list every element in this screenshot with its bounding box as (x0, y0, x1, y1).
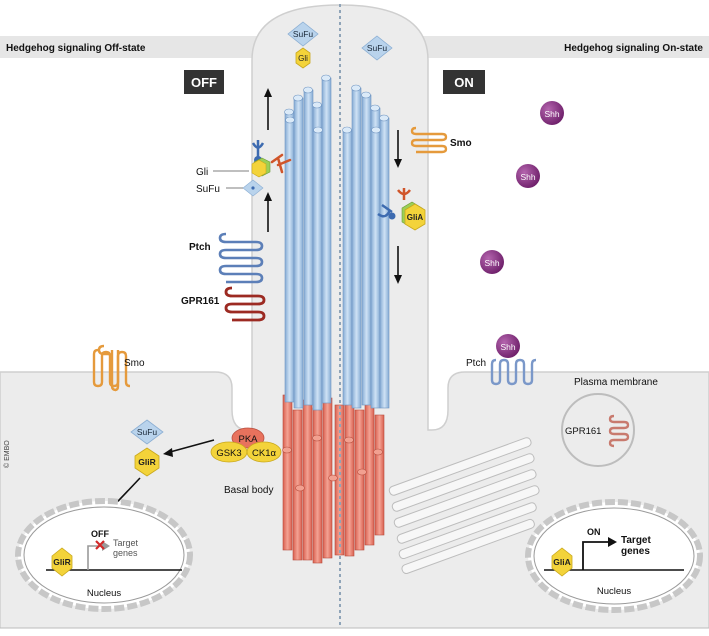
svg-text:SuFu: SuFu (137, 427, 158, 437)
shh-ligand: Shh (480, 250, 504, 274)
svg-text:ON: ON (454, 75, 474, 90)
tip-gli-left: Gli (295, 47, 311, 69)
off-smo-receptor (92, 344, 131, 392)
glir-processing-arrow (163, 439, 215, 457)
on-nucleus-glia: GliA (553, 557, 570, 567)
on-ptch-receptor (490, 358, 537, 386)
mother-centriole-outline (388, 437, 540, 575)
off-nucleus-glir: GliR (53, 557, 70, 567)
on-nucleus-target-line2: genes (621, 546, 650, 557)
off-nucleus-target: Target genes (113, 538, 141, 558)
on-glia-complex (377, 188, 426, 231)
on-gpr161-label: GPR161 (565, 426, 601, 437)
off-nucleus (15, 498, 193, 612)
svg-text:CK1α: CK1α (252, 448, 276, 459)
gpr161-vesicle (561, 393, 635, 467)
plasma-membrane-label: Plasma membrane (574, 377, 658, 388)
off-ptch-receptor (218, 232, 264, 284)
basal-body-label: Basal body (224, 485, 273, 496)
off-state-title: Hedgehog signaling Off-state (6, 43, 146, 54)
on-nucleus (525, 499, 703, 613)
off-nucleus-target-line2: genes (113, 548, 138, 558)
off-badge: OFF (184, 70, 224, 94)
off-gli-sufu-complex (213, 140, 292, 197)
off-gli-label: Gli (196, 167, 208, 178)
shh-ligand: Shh (516, 164, 540, 188)
off-nucleus-label: Nucleus (87, 588, 122, 599)
tip-sufu-left: SuFu (287, 21, 319, 47)
basal-sufu: SuFu (130, 419, 164, 445)
off-gpr161-receptor (224, 286, 266, 322)
off-gpr161-label: GPR161 (181, 296, 220, 307)
svg-text:OFF: OFF (191, 75, 217, 90)
off-anterograde-arrows (264, 88, 272, 232)
bottom-rule (0, 628, 709, 636)
on-nucleus-target-line1: Target (621, 535, 651, 546)
tip-sufu-right: SuFu (361, 35, 393, 61)
on-arrows (394, 130, 402, 284)
off-smo-label: Smo (124, 358, 145, 369)
ck1a-kinase: CK1α (246, 441, 282, 463)
off-sufu-label: SuFu (196, 184, 220, 195)
cilium-axoneme (284, 74, 390, 411)
on-nucleus-target: Target genes (621, 535, 654, 557)
on-nucleus-label: Nucleus (597, 586, 632, 597)
svg-text:SuFu: SuFu (293, 29, 314, 39)
copyright-label: © EMBO (3, 440, 11, 468)
svg-text:Shh: Shh (520, 172, 535, 182)
on-nucleus-state: ON (587, 527, 601, 537)
svg-text:Shh: Shh (500, 342, 515, 352)
svg-text:Shh: Shh (484, 258, 499, 268)
svg-text:GSK3: GSK3 (216, 448, 241, 459)
svg-text:Gli: Gli (298, 54, 308, 63)
off-nucleus-target-line1: Target (113, 538, 139, 548)
gsk3-kinase: GSK3 (210, 441, 248, 463)
off-ptch-label: Ptch (189, 242, 211, 253)
off-repression-x-icon (95, 540, 105, 550)
on-badge: ON (443, 70, 485, 94)
shh-ligand: Shh (496, 334, 520, 358)
on-glia-label: GliA (407, 213, 424, 222)
on-smo-receptor (410, 126, 448, 154)
shh-ligand: Shh (540, 101, 564, 125)
svg-text:GliR: GliR (138, 457, 155, 467)
on-ptch-label: Ptch (466, 358, 486, 369)
basal-glir: GliR (134, 447, 160, 477)
on-state-title: Hedgehog signaling On-state (564, 43, 703, 54)
svg-text:PKA: PKA (238, 434, 258, 445)
off-nucleus-state: OFF (91, 529, 109, 539)
svg-text:Shh: Shh (544, 109, 559, 119)
svg-text:SuFu: SuFu (367, 43, 388, 53)
on-smo-label: Smo (450, 138, 472, 149)
